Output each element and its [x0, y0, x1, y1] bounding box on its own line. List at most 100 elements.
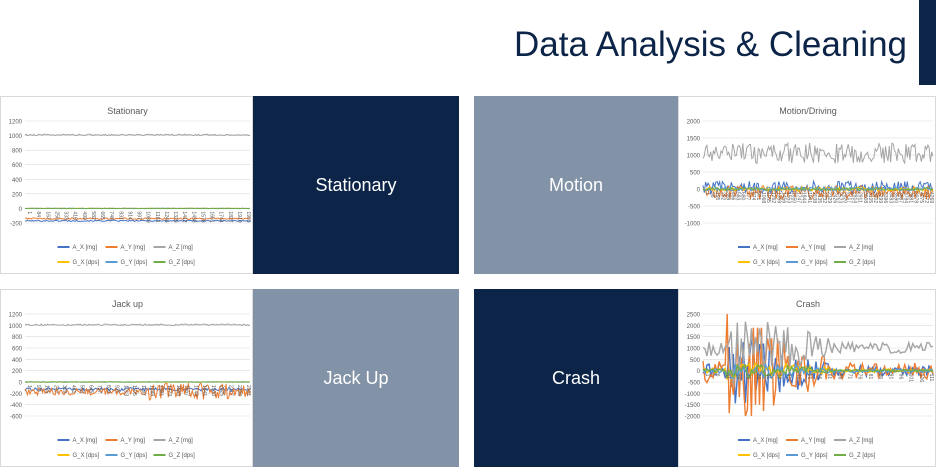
x-tick-label: 3784 [903, 192, 909, 203]
x-tick-label: 1933 [210, 385, 216, 396]
y-tick-label: 1000 [9, 324, 23, 330]
y-tick-label: 800 [12, 149, 23, 155]
y-tick-label: 1200 [9, 120, 23, 126]
x-tick-label: 1329 [172, 211, 178, 222]
x-tick-label: 1359 [775, 192, 781, 203]
x-tick-label: 6 [714, 374, 720, 377]
chart-jack-up-svg: Jack up120010008006004002000-200-400-600… [9, 299, 251, 459]
panel-label-crash[interactable]: Crash [474, 289, 678, 467]
x-tick-label: 84 [35, 211, 41, 217]
x-tick-label: 2209 [236, 385, 242, 396]
legend-label: G_X [dps] [753, 453, 780, 459]
y-tick-label: 500 [690, 358, 701, 364]
title-accent-bar [919, 0, 936, 85]
legend-label: G_Z [dps] [849, 453, 876, 459]
x-tick-label: 777 [745, 192, 751, 201]
x-tick-label: 111 [928, 374, 934, 382]
x-tick-label: 76 [857, 374, 863, 380]
x-tick-label: 3493 [887, 192, 893, 203]
x-tick-label: 56 [816, 374, 822, 380]
x-tick-label: 1993 [245, 211, 251, 222]
x-tick-label: 93 [35, 385, 41, 391]
x-tick-label: 971 [755, 192, 761, 201]
y-tick-label: 1000 [9, 134, 23, 140]
x-tick-label: 2620 [841, 192, 847, 203]
x-tick-label: 1578 [199, 211, 205, 222]
y-tick-label: 400 [12, 178, 23, 184]
x-tick-label: 583 [735, 192, 741, 201]
chart-motion-svg: Motion/Driving2000150010005000-500-10001… [685, 106, 934, 266]
panel-label-jack-up[interactable]: Jack Up [253, 289, 459, 467]
panel-label-jack-up-text: Jack Up [323, 367, 389, 388]
y-tick-label: 600 [12, 347, 23, 353]
legend-label: A_Y [mg] [801, 438, 826, 444]
x-tick-label: 1246 [163, 211, 169, 222]
legend-label: G_Y [dps] [121, 453, 148, 459]
x-tick-label: 1941 [806, 192, 812, 203]
legend-label: G_X [dps] [753, 260, 780, 266]
legend-label: G_X [dps] [73, 260, 100, 266]
y-tick-label: 1000 [687, 154, 701, 160]
x-tick-label: 2717 [847, 192, 853, 203]
x-tick-label: 1 [704, 192, 710, 195]
panel-label-motion[interactable]: Motion [474, 96, 678, 274]
x-tick-label: 41 [785, 374, 791, 380]
x-tick-label: 645 [87, 385, 93, 394]
y-tick-label: 2000 [687, 120, 701, 126]
series-line [702, 321, 934, 386]
x-tick-label: 829 [105, 385, 111, 394]
legend-label: G_Z [dps] [849, 260, 876, 266]
x-tick-label: 665 [99, 211, 105, 220]
x-tick-label: 277 [52, 385, 58, 394]
x-tick-label: 16 [735, 374, 741, 380]
x-tick-label: 1749 [192, 385, 198, 396]
series-line [702, 185, 934, 192]
x-tick-label: 1068 [760, 192, 766, 203]
x-tick-label: 1456 [780, 192, 786, 203]
x-tick-label: 1 [704, 374, 710, 377]
x-tick-label: 4075 [918, 192, 924, 203]
x-tick-label: 3978 [913, 192, 919, 203]
y-tick-label: 400 [12, 358, 23, 364]
x-tick-label: 486 [729, 192, 735, 201]
x-tick-label: 3687 [897, 192, 903, 203]
y-tick-label: 500 [690, 171, 701, 177]
slide-title: Data Analysis & Cleaning [514, 25, 907, 64]
y-tick-label: -500 [688, 381, 701, 387]
x-tick-label: 499 [81, 211, 87, 220]
series-line [24, 382, 251, 401]
x-tick-label: 1473 [166, 385, 172, 396]
x-tick-label: 167 [44, 211, 50, 220]
x-tick-label: 831 [117, 211, 123, 220]
legend-label: A_Y [mg] [121, 245, 146, 251]
legend-label: G_Y [dps] [801, 260, 828, 266]
x-tick-label: 86 [877, 374, 883, 380]
x-tick-label: 1910 [236, 211, 242, 222]
y-tick-label: 200 [12, 369, 23, 375]
y-tick-label: 800 [12, 335, 23, 341]
x-tick-label: 1844 [801, 192, 807, 203]
x-tick-label: 51 [806, 374, 812, 380]
x-tick-label: 3202 [872, 192, 878, 203]
legend-label: A_X [mg] [73, 438, 98, 444]
x-tick-label: 98 [709, 192, 715, 198]
legend-label: A_Z [mg] [849, 438, 874, 444]
y-tick-label: 1500 [687, 137, 701, 143]
legend-label: G_Y [dps] [801, 453, 828, 459]
x-tick-label: 2025 [219, 385, 225, 396]
panel-label-stationary[interactable]: Stationary [253, 96, 459, 274]
x-tick-label: 3396 [882, 192, 888, 203]
x-tick-label: 2038 [811, 192, 817, 203]
y-tick-label: -1500 [685, 403, 701, 409]
x-tick-label: 3881 [908, 192, 914, 203]
x-tick-label: 11 [724, 374, 730, 379]
x-tick-label: 292 [719, 192, 725, 201]
x-tick-label: 553 [79, 385, 85, 394]
x-tick-label: 369 [61, 385, 67, 394]
x-tick-label: 91 [887, 374, 893, 380]
x-tick-label: 3590 [892, 192, 898, 203]
panel-label-stationary-text: Stationary [315, 174, 397, 195]
